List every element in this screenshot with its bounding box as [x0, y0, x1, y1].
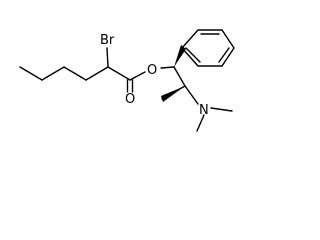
atom-label-bromine: Br: [100, 33, 115, 48]
bond-chain-2: [41, 66, 65, 81]
chemical-structure-diagram: Br O O N: [19, 29, 235, 132]
wedge-bond-phenyl: [174, 45, 186, 67]
bond-carbonyl-ester-o: [129, 71, 146, 81]
bond-ester-o-ch: [160, 66, 175, 69]
benzene-ring: [181, 29, 235, 67]
atom-label-nitrogen: N: [199, 103, 209, 118]
benzene-inner-bond-2: [218, 47, 230, 63]
structure-drawing: Br O O N: [19, 29, 235, 132]
benzene-inner-bond-3: [185, 47, 201, 63]
bond-c2-carbonyl: [107, 66, 131, 81]
atom-label-carbonyl-oxygen: O: [125, 92, 135, 107]
bond-chain-1: [19, 66, 43, 81]
wedge-bond-methyl: [161, 86, 185, 102]
bond-chain-3: [63, 66, 87, 81]
bond-chain-4: [85, 66, 109, 81]
bond-ch-ch: [173, 66, 186, 87]
bond-c-br: [106, 47, 109, 68]
atom-label-ester-oxygen: O: [147, 63, 157, 78]
bond-n-methyl-right: [210, 107, 233, 112]
bond-n-methyl-down: [196, 114, 205, 132]
bond-ch-n: [184, 85, 199, 105]
